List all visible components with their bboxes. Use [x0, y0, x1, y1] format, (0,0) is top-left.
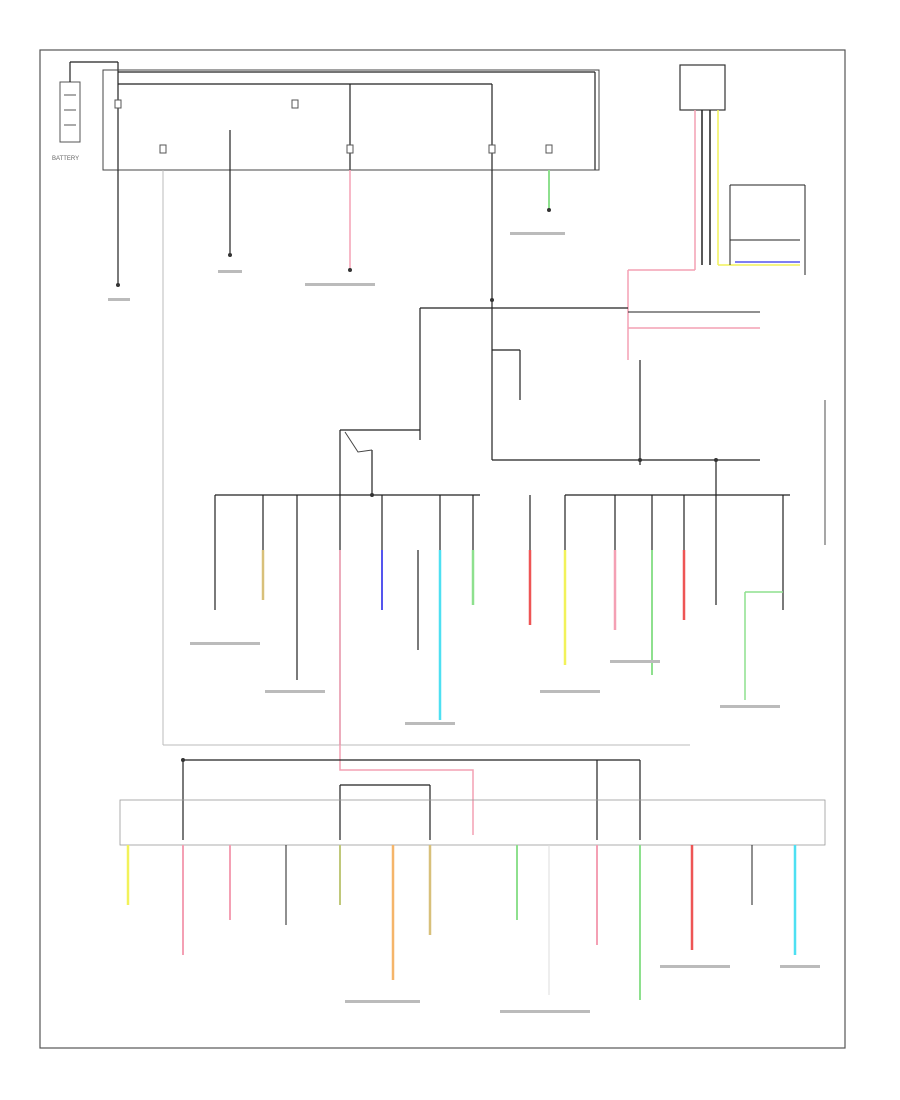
label-marks [108, 232, 820, 1013]
fuse-block-top [102, 62, 600, 171]
connector-dots [116, 208, 718, 762]
ignition-switch [344, 431, 373, 453]
bottom-bus [182, 759, 641, 840]
fuse-symbols-top [114, 99, 553, 154]
ipdm-module [679, 64, 726, 111]
middle-drops [214, 495, 784, 720]
bottom-fuse-box [119, 799, 826, 846]
bottom-drops [126, 845, 797, 1000]
top-drops [117, 130, 760, 461]
wire-pink-cross [339, 550, 474, 835]
module-wires [627, 110, 806, 465]
battery-label: BATTERY [52, 156, 79, 162]
battery-symbol [59, 61, 118, 143]
ignition-feed [339, 307, 628, 745]
diagram-frame [39, 49, 846, 1049]
